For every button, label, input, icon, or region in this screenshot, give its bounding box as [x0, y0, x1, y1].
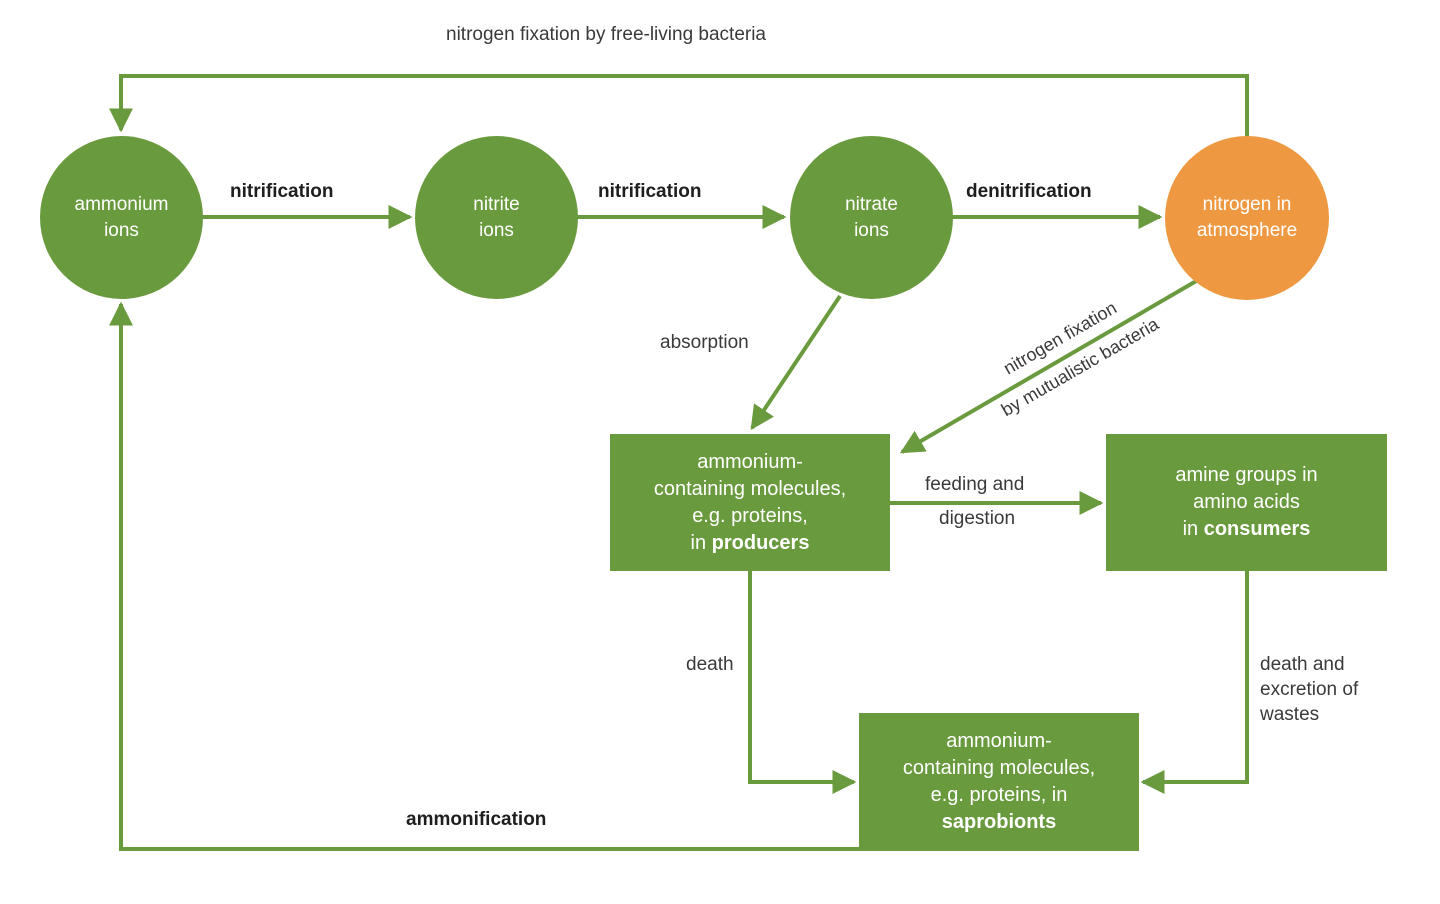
node-nitrate-ions: nitrate ions	[790, 136, 953, 299]
producers-line-4-prefix: in	[690, 531, 712, 554]
label-feeding-line-2: digestion	[939, 508, 1016, 529]
label-free-living-fixation: nitrogen fixation by free-living bacteri…	[446, 24, 767, 45]
saprobionts-line-4: saprobionts	[942, 809, 1056, 836]
label-death-excretion-line-1: death and	[1260, 654, 1345, 675]
node-nitrogen-atmosphere: nitrogen in atmosphere	[1165, 136, 1329, 300]
saprobionts-line-2: containing molecules,	[902, 757, 1096, 779]
producers-line-3: e.g. proteins,	[692, 504, 808, 527]
node-nitrate-ions-label: nitrate ions	[845, 193, 898, 241]
saprobionts-line-1: ammonium-	[946, 730, 1052, 752]
label-death-excretion-line-2: excretion of	[1260, 679, 1359, 700]
node-ammonium-ions: ammonium ions	[40, 136, 203, 299]
saprobionts-keyword: saprobionts	[941, 811, 1057, 833]
consumers-line-1: amine groups in	[1175, 464, 1318, 486]
producers-line-2: containing molecules,	[653, 477, 847, 500]
consumers-line-3-prefix: in	[1182, 518, 1204, 540]
arrow-absorption	[750, 294, 842, 430]
arrow-death-consumers	[1140, 571, 1249, 794]
arrow-death-producers	[748, 571, 857, 794]
label-ammonification: ammonification	[406, 809, 547, 830]
node-nitrite-ions-label: nitrite ions	[473, 193, 520, 241]
producers-line-4: in producers	[691, 530, 810, 557]
label-nitrification-1: nitrification	[230, 181, 334, 202]
producers-line-1: ammonium-	[697, 450, 803, 473]
node-saprobionts: ammonium- containing molecules, e.g. pro…	[859, 713, 1139, 851]
label-feeding-line-1: feeding and	[925, 474, 1025, 495]
node-ammonium-ions-label: ammonium ions	[74, 193, 169, 241]
label-absorption: absorption	[660, 332, 749, 353]
producers-keyword: producers	[711, 531, 810, 554]
consumers-line-3: in consumers	[1183, 516, 1311, 543]
saprobionts-line-3: e.g. proteins, in	[930, 784, 1068, 806]
node-nitrite-ions: nitrite ions	[415, 136, 578, 299]
label-nitrification-2: nitrification	[598, 181, 702, 202]
node-consumers: amine groups in amino acids in consumers	[1106, 434, 1387, 571]
node-nitrogen-atmosphere-label: nitrogen in atmosphere	[1196, 194, 1298, 241]
arrow-ammonification	[109, 301, 860, 851]
arrow-mutualistic-fixation	[899, 278, 1200, 454]
label-death-excretion-line-3: wastes	[1260, 704, 1320, 725]
arrow-free-living-fixation	[109, 74, 1249, 140]
consumers-keyword: consumers	[1203, 518, 1311, 540]
label-denitrification: denitrification	[966, 181, 1092, 202]
node-producers: ammonium- containing molecules, e.g. pro…	[610, 434, 890, 571]
label-death: death	[686, 654, 734, 675]
consumers-line-2: amino acids	[1193, 491, 1300, 513]
